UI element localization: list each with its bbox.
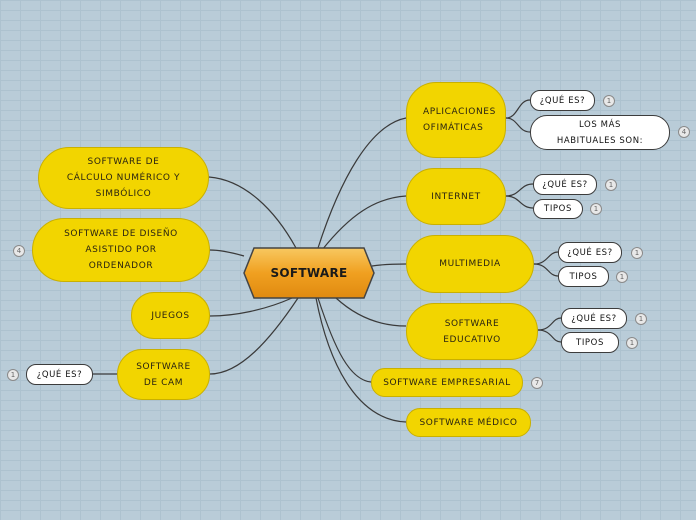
link-root-ofimaticas: [317, 117, 407, 249]
node-ofimaticas-habituales[interactable]: LOS MÁS HABITUALES SON:: [530, 115, 670, 150]
node-label: ¿QUÉ ES?: [36, 369, 83, 380]
node-juegos[interactable]: JUEGOS: [131, 292, 210, 339]
node-internet[interactable]: INTERNET: [406, 168, 506, 225]
node-label: ¿QUÉ ES?: [567, 247, 613, 258]
badge-diseno[interactable]: 4: [13, 245, 25, 257]
link-educativo-que-es: [537, 317, 562, 331]
link-root-multimedia: [371, 263, 407, 267]
badge-ofimaticas-que-es[interactable]: 1: [603, 95, 615, 107]
badge-educativo-tipos[interactable]: 1: [626, 337, 638, 349]
badge-multimedia-tipos[interactable]: 1: [616, 271, 628, 283]
link-root-empresarial: [317, 297, 372, 383]
link-root-cam: [209, 297, 299, 375]
badge-ofimaticas-habituales[interactable]: 4: [678, 126, 690, 138]
link-internet-que-es: [505, 183, 534, 197]
node-label: SOFTWARE DE DISEÑO ASISTIDO POR ORDENADO…: [64, 229, 178, 271]
link-multimedia-tipos: [533, 263, 559, 277]
node-label: SOFTWARE DE CAM: [136, 361, 191, 388]
node-cam-que-es[interactable]: ¿QUÉ ES?: [26, 364, 93, 385]
link-root-medico: [315, 297, 407, 423]
node-multimedia-tipos[interactable]: TIPOS: [558, 266, 609, 287]
badge-internet-tipos[interactable]: 1: [590, 203, 602, 215]
node-label: SOFTWARE DE CÁLCULO NUMÉRICO Y SIMBÓLICO: [66, 157, 181, 199]
badge-internet-que-es[interactable]: 1: [605, 179, 617, 191]
badge-empresarial[interactable]: 7: [531, 377, 543, 389]
node-label: LOS MÁS HABITUALES SON:: [556, 119, 644, 146]
node-software-diseno[interactable]: SOFTWARE DE DISEÑO ASISTIDO POR ORDENADO…: [32, 218, 210, 282]
node-multimedia[interactable]: MULTIMEDIA: [406, 235, 534, 293]
node-label: SOFTWARE EMPRESARIAL: [383, 377, 511, 388]
link-root-diseno: [209, 249, 245, 257]
node-ofimaticas-que-es[interactable]: ¿QUÉ ES?: [530, 90, 595, 111]
link-root-educativo: [335, 297, 407, 327]
node-software-empresarial[interactable]: SOFTWARE EMPRESARIAL: [371, 368, 523, 397]
node-label: MULTIMEDIA: [439, 259, 501, 269]
badge-cam-que-es[interactable]: 1: [7, 369, 19, 381]
node-label: INTERNET: [431, 191, 481, 202]
node-software-medico[interactable]: SOFTWARE MÉDICO: [406, 408, 531, 437]
node-internet-que-es[interactable]: ¿QUÉ ES?: [533, 174, 597, 195]
node-internet-tipos[interactable]: TIPOS: [533, 199, 583, 219]
node-multimedia-que-es[interactable]: ¿QUÉ ES?: [558, 242, 622, 263]
badge-educativo-que-es[interactable]: 1: [635, 313, 647, 325]
node-label: ¿QUÉ ES?: [571, 313, 617, 324]
link-educativo-tipos: [537, 329, 562, 343]
node-label: ¿QUÉ ES?: [542, 179, 588, 190]
link-multimedia-que-es: [533, 251, 559, 265]
node-software-cam[interactable]: SOFTWARE DE CAM: [117, 349, 210, 400]
node-software-calculo[interactable]: SOFTWARE DE CÁLCULO NUMÉRICO Y SIMBÓLICO: [38, 147, 209, 209]
node-educativo-que-es[interactable]: ¿QUÉ ES?: [561, 308, 627, 329]
node-aplicaciones-ofimaticas[interactable]: APLICACIONES OFIMÁTICAS: [406, 82, 506, 158]
node-label: TIPOS: [576, 337, 604, 348]
root-node[interactable]: SOFTWARE: [244, 248, 374, 298]
root-label: SOFTWARE: [270, 266, 348, 280]
node-label: APLICACIONES OFIMÁTICAS: [423, 107, 496, 133]
link-root-calculo: [208, 176, 297, 249]
link-ofimaticas-que-es: [505, 99, 531, 119]
node-label: SOFTWARE EDUCATIVO: [443, 318, 501, 345]
node-label: TIPOS: [569, 271, 598, 282]
node-software-educativo[interactable]: SOFTWARE EDUCATIVO: [406, 303, 538, 360]
link-internet-tipos: [505, 195, 534, 209]
node-educativo-tipos[interactable]: TIPOS: [561, 332, 619, 353]
badge-multimedia-que-es[interactable]: 1: [631, 247, 643, 259]
link-root-internet: [321, 195, 407, 251]
node-label: ¿QUÉ ES?: [539, 95, 586, 106]
node-label: JUEGOS: [151, 310, 190, 321]
node-label: TIPOS: [544, 204, 572, 214]
node-label: SOFTWARE MÉDICO: [419, 417, 518, 428]
link-root-juegos: [209, 297, 293, 317]
root-node-shape: [243, 247, 375, 299]
link-ofimaticas-habituales: [505, 117, 531, 133]
